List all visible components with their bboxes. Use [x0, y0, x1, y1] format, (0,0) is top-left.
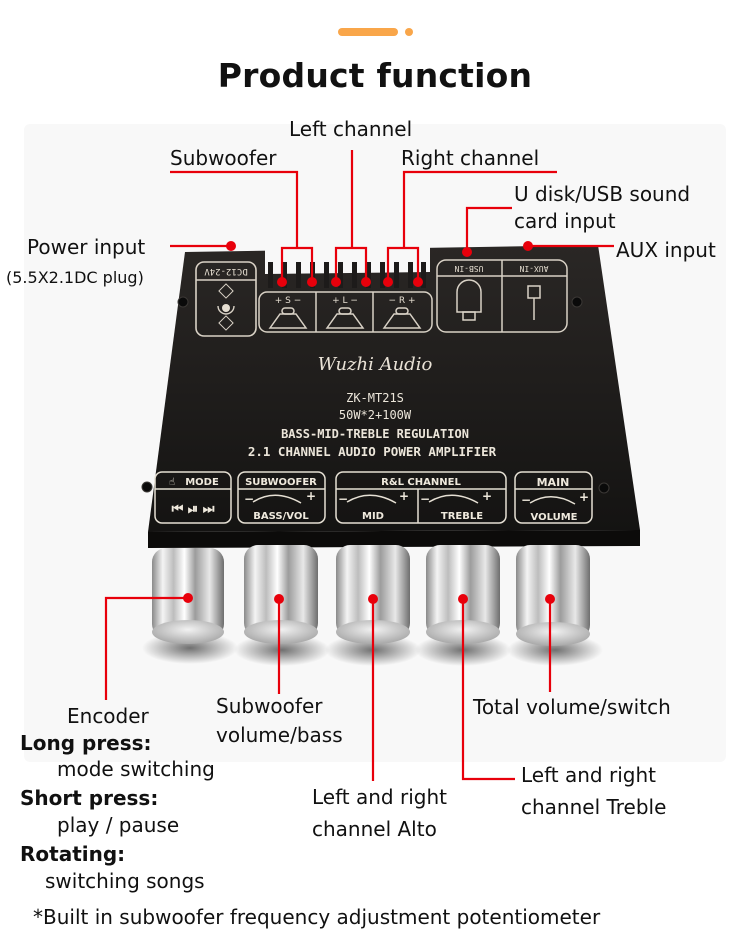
power-rating: 50W*2+100W	[339, 408, 412, 422]
label-subwoofer: Subwoofer	[170, 146, 277, 170]
subwoofer-panel	[237, 471, 326, 524]
speaker-right-label: − R +	[388, 296, 415, 306]
label-right-channel: Right channel	[401, 146, 540, 170]
label-alto-line1: Left and right	[312, 785, 447, 809]
treble-knob[interactable]	[415, 545, 511, 666]
board-top-plate	[148, 245, 640, 532]
main-panel	[514, 471, 593, 524]
rl-channel-panel	[335, 471, 507, 524]
label-power-input: Power input	[27, 235, 146, 259]
regulation-text: BASS-MID-TREBLE REGULATION	[281, 427, 469, 441]
treble-arrow-icon	[428, 494, 479, 504]
mid-knob[interactable]	[325, 545, 421, 666]
label-rotating: Rotating:	[20, 842, 126, 866]
subwoofer-title: SUBWOOFER	[245, 477, 317, 488]
bass-vol-label: BASS/VOL	[253, 511, 309, 522]
brand-logo: Wuzhi Audio	[318, 354, 433, 375]
amplifier-description: 2.1 CHANNEL AUDIO POWER AMPLIFIER	[248, 444, 497, 459]
volume-arrow-icon	[529, 496, 576, 505]
hand-icon: ☝	[169, 477, 175, 488]
header-accent-dot	[405, 28, 413, 36]
speaker-left-label: + L −	[332, 296, 358, 306]
encoder-knob[interactable]	[142, 548, 238, 664]
svg-text:−: −	[521, 493, 531, 507]
main-volume-knob[interactable]	[507, 545, 603, 666]
knobs	[142, 545, 603, 666]
aux-in-label: AUX-IN	[519, 264, 548, 273]
bass-arrow-icon	[252, 494, 302, 504]
label-usb-input-line2: card input	[514, 209, 616, 233]
usb-aux-panel	[436, 259, 568, 333]
label-power-plug: (5.5X2.1DC plug)	[6, 268, 144, 287]
svg-text:+: +	[306, 489, 316, 503]
treble-label: TREBLE	[441, 511, 483, 522]
label-short-press-desc: play / pause	[57, 813, 180, 837]
mid-arrow-icon	[346, 494, 397, 504]
screw-icons	[141, 296, 610, 494]
volume-label: VOLUME	[531, 512, 578, 523]
dc-power-jack-panel: DC12-24V	[195, 261, 257, 337]
speaker-terminal-panel	[258, 291, 433, 333]
page-title: Product function	[217, 56, 533, 95]
footnote: *Built in subwoofer frequency adjustment…	[33, 905, 601, 929]
board-front-edge	[148, 530, 640, 548]
label-total-volume: Total volume/switch	[473, 695, 671, 719]
speaker-subwoofer-label: + S −	[275, 296, 302, 306]
label-treble-line1: Left and right	[521, 763, 656, 787]
label-left-channel: Left channel	[289, 117, 413, 141]
label-alto-line2: channel Alto	[312, 817, 437, 841]
main-title: MAIN	[537, 476, 570, 489]
rl-channel-title: R&L CHANNEL	[381, 477, 461, 488]
svg-text:+: +	[482, 489, 492, 503]
usb-stick-icon	[456, 279, 482, 313]
label-long-press: Long press:	[20, 731, 152, 755]
label-rotating-desc: switching songs	[45, 869, 205, 893]
label-treble-line2: channel Treble	[521, 795, 667, 819]
mode-label: MODE	[185, 477, 219, 488]
dc-voltage-label: DC12-24V	[204, 266, 248, 276]
label-subwoofer-volume-line2: volume/bass	[216, 723, 343, 747]
usb-in-label: USB-IN	[454, 264, 483, 273]
svg-text:−: −	[420, 492, 430, 506]
media-controls-icon: ⏮ ⏯ ⏭	[172, 502, 215, 517]
subwoofer-knob[interactable]	[234, 545, 330, 666]
model-number: ZK-MT21S	[346, 391, 404, 405]
label-subwoofer-volume-line1: Subwoofer	[216, 694, 323, 718]
label-encoder: Encoder	[67, 704, 149, 728]
label-aux-input: AUX input	[616, 238, 716, 262]
svg-text:−: −	[338, 492, 348, 506]
header-accent-bar	[338, 28, 398, 36]
label-usb-input-line1: U disk/USB sound	[514, 182, 691, 206]
mid-label: MID	[362, 511, 384, 522]
svg-text:+: +	[579, 490, 589, 504]
label-long-press-desc: mode switching	[57, 757, 215, 781]
svg-text:+: +	[399, 489, 409, 503]
label-short-press: Short press:	[20, 786, 159, 810]
svg-text:−: −	[244, 492, 254, 506]
mode-panel	[154, 471, 232, 524]
